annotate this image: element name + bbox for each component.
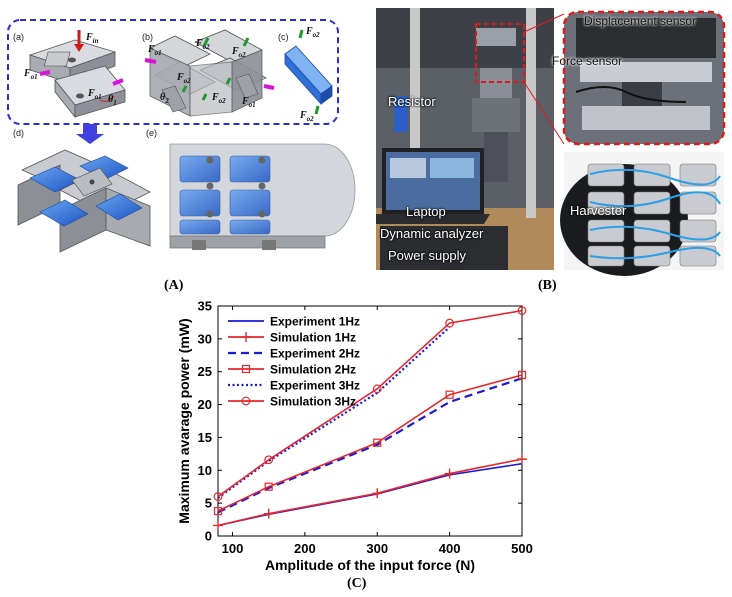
housing-e <box>169 143 356 250</box>
x-tick-label: 500 <box>511 541 533 556</box>
force-label-fo1-d: Fo1 <box>242 96 256 109</box>
legend-label: Simulation 2Hz <box>270 363 356 377</box>
power-supply-label: Power supply <box>388 248 467 263</box>
y-tick-label: 20 <box>198 397 212 412</box>
series-experiment-3hz <box>217 326 451 499</box>
data-point-circle <box>213 492 223 501</box>
force-label-fin: Fin <box>86 32 99 45</box>
mechanism-a <box>28 30 126 119</box>
sub-label-d: (d) <box>13 128 24 138</box>
panel-a: (a) (b) (c) (d) (e) Fin Fo1 Fo1 θ1 Fo1 F… <box>0 0 366 300</box>
y-axis-label: Maximum avarage power (mW) <box>176 318 192 523</box>
series-simulation-2hz <box>213 370 527 516</box>
caption-a: (A) <box>164 278 184 293</box>
force-label-fo1-a: Fo1 <box>24 68 38 81</box>
data-point-plus <box>444 468 455 479</box>
legend-label: Experiment 1Hz <box>270 315 360 329</box>
series-experiment-1hz <box>217 462 523 527</box>
series-line <box>217 374 523 512</box>
legend-label: Experiment 2Hz <box>270 347 360 361</box>
force-label-fo2-d: Fo2 <box>212 92 226 105</box>
panel-a-drawing <box>7 19 356 253</box>
series-line <box>217 458 523 527</box>
data-point-plus <box>517 454 527 465</box>
x-axis-label: Amplitude of the input force (N) <box>265 557 475 573</box>
data-point-circle <box>241 396 251 406</box>
data-point-circle <box>445 318 455 328</box>
mechanism-c <box>284 29 333 115</box>
data-point-circle <box>264 455 274 465</box>
x-tick-label: 300 <box>366 541 388 556</box>
panel-a-dashed-frame <box>7 19 339 125</box>
theta-1-label: θ1 <box>108 94 117 107</box>
harvester-label: Harvester <box>570 203 627 218</box>
data-point-plus <box>372 488 383 499</box>
y-tick-label: 5 <box>205 496 212 511</box>
data-point-circle <box>372 384 382 394</box>
displacement-sensor-label: Displacement sensor <box>584 14 697 28</box>
force-label-fo1-b: Fo1 <box>88 88 102 101</box>
y-tick-label: 25 <box>198 364 212 379</box>
resistor-label: Resistor <box>388 94 436 109</box>
force-label-fo2-e: Fo2 <box>306 26 320 39</box>
data-point-square <box>373 438 382 447</box>
y-tick-label: 30 <box>198 331 212 346</box>
series-simulation-3hz <box>213 306 527 501</box>
x-tick-label: 400 <box>439 541 461 556</box>
data-point-plus <box>263 508 274 519</box>
data-point-plus <box>213 520 223 531</box>
assembly-d <box>17 149 151 253</box>
data-point-square <box>241 364 251 374</box>
legend-entry: Experiment 3Hz <box>228 379 360 393</box>
sub-label-a: (a) <box>13 32 24 42</box>
y-tick-label: 10 <box>198 463 212 478</box>
y-tick-label: 0 <box>205 529 212 544</box>
caption-c: (C) <box>347 576 367 591</box>
x-tick-label: 100 <box>222 541 244 556</box>
series-line <box>217 462 523 527</box>
force-sensor-label: Force sensor <box>552 54 623 68</box>
legend-label: Simulation 3Hz <box>270 395 356 409</box>
series-line <box>217 309 523 498</box>
data-point-plus <box>241 332 251 342</box>
series-experiment-2hz <box>217 377 523 514</box>
legend-entry: Simulation 3Hz <box>228 395 356 409</box>
panel-b-photo <box>376 8 726 276</box>
legend-label: Experiment 3Hz <box>270 379 360 393</box>
data-point-square <box>445 390 454 399</box>
y-tick-label: 35 <box>198 299 212 314</box>
data-point-square <box>517 370 527 380</box>
legend-entry: Simulation 2Hz <box>228 363 356 377</box>
data-point-square <box>213 506 223 516</box>
legend-entry: Experiment 2Hz <box>228 347 360 361</box>
force-label-fo2-b: Fo2 <box>232 46 246 59</box>
sub-label-b: (b) <box>142 32 153 42</box>
theta-2-label: θ2 <box>160 92 169 105</box>
x-tick-label: 200 <box>294 541 316 556</box>
plot-frame <box>217 305 523 537</box>
down-arrow <box>76 124 104 144</box>
sub-label-e: (e) <box>146 128 157 138</box>
dynamic-analyzer-label: Dynamic analyzer <box>380 226 484 241</box>
data-point-circle <box>517 306 527 316</box>
sub-label-c: (c) <box>278 32 289 42</box>
caption-b: (B) <box>538 278 557 293</box>
legend-label: Simulation 1Hz <box>270 331 356 345</box>
laptop-label: Laptop <box>406 204 446 219</box>
force-label-fo1-c: Fo1 <box>148 44 162 57</box>
legend-entry: Experiment 1Hz <box>228 315 360 329</box>
series-line <box>217 377 523 514</box>
y-tick-label: 15 <box>198 430 212 445</box>
legend-entry: Simulation 1Hz <box>228 331 356 345</box>
force-label-fo2-f: Fo2 <box>300 110 314 123</box>
mechanism-b <box>144 29 275 117</box>
force-label-fo2-c: Fo2 <box>177 72 191 85</box>
series-simulation-1hz <box>213 454 527 531</box>
data-point-square <box>264 482 273 491</box>
force-label-fo2-a: Fo2 <box>196 38 210 51</box>
series-line <box>217 326 451 499</box>
panel-b: Displacement sensor Force sensor Resisto… <box>376 8 732 300</box>
